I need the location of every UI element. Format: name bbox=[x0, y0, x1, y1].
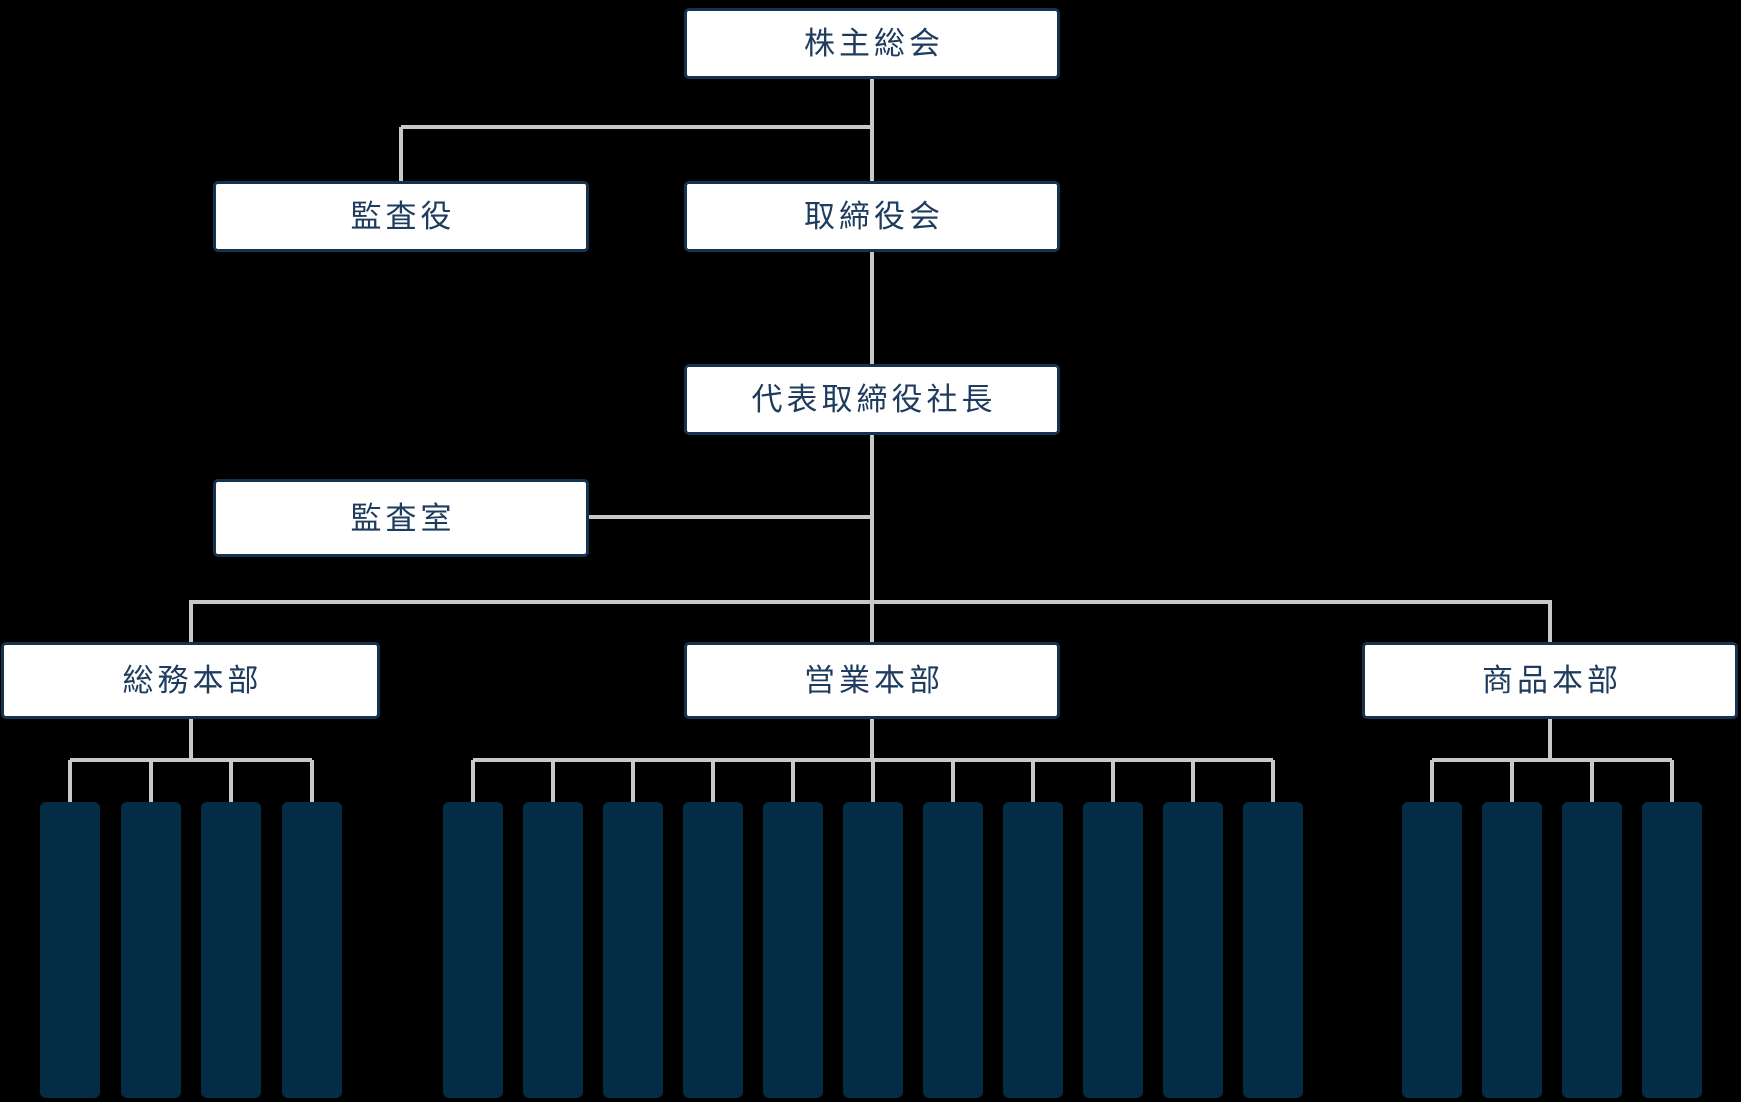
sub-unit-bar-products-hq-4 bbox=[1642, 802, 1702, 1098]
node-label-general-affairs-hq: 総務本部 bbox=[122, 663, 263, 698]
sub-unit-bar-general-affairs-hq-1 bbox=[40, 802, 100, 1098]
connector-line bbox=[791, 760, 795, 802]
sub-unit-bar-products-hq-2 bbox=[1482, 802, 1542, 1098]
sub-unit-bar-sales-hq-3 bbox=[603, 802, 663, 1098]
node-label-audit-office: 監査室 bbox=[350, 500, 456, 536]
connector-line bbox=[951, 760, 955, 802]
connector-line bbox=[1510, 760, 1514, 802]
connector-line bbox=[711, 760, 715, 802]
node-label-auditor: 監査役 bbox=[350, 199, 456, 234]
connector-line bbox=[149, 760, 153, 802]
connector-line bbox=[1590, 760, 1594, 802]
connector-line bbox=[870, 252, 874, 364]
connector-line bbox=[871, 760, 875, 802]
connector-line bbox=[1031, 760, 1035, 802]
sub-unit-bar-products-hq-1 bbox=[1402, 802, 1462, 1098]
connector-line bbox=[589, 515, 874, 519]
connector-line bbox=[1191, 760, 1195, 802]
connector-line bbox=[631, 760, 635, 802]
connector-line bbox=[870, 719, 874, 762]
connector-line bbox=[68, 760, 72, 802]
connector-line bbox=[870, 602, 874, 642]
connector-line bbox=[1111, 760, 1115, 802]
sub-unit-bar-sales-hq-1 bbox=[443, 802, 503, 1098]
node-label-shareholders: 株主総会 bbox=[804, 26, 944, 61]
sub-unit-bar-general-affairs-hq-3 bbox=[201, 802, 261, 1098]
node-products-hq: 商品本部 bbox=[1362, 642, 1738, 719]
connector-line bbox=[870, 127, 874, 181]
sub-unit-bar-sales-hq-9 bbox=[1083, 802, 1143, 1098]
connector-line bbox=[189, 719, 193, 762]
connector-line bbox=[551, 760, 555, 802]
node-shareholders: 株主総会 bbox=[684, 8, 1060, 79]
node-label-president: 代表取締役社長 bbox=[751, 382, 997, 417]
node-president: 代表取締役社長 bbox=[684, 364, 1060, 435]
node-auditor: 監査役 bbox=[213, 181, 589, 252]
sub-unit-bar-sales-hq-2 bbox=[523, 802, 583, 1098]
connector-line bbox=[870, 79, 874, 127]
connector-line bbox=[1670, 760, 1674, 802]
connector-line bbox=[399, 127, 403, 181]
connector-line bbox=[189, 602, 193, 642]
connector-line bbox=[1430, 760, 1434, 802]
connector-line bbox=[1548, 719, 1552, 762]
connector-line bbox=[401, 125, 874, 129]
node-label-products-hq: 商品本部 bbox=[1482, 663, 1622, 698]
node-label-board: 取締役会 bbox=[804, 199, 944, 234]
sub-unit-bar-products-hq-3 bbox=[1562, 802, 1622, 1098]
sub-unit-bar-sales-hq-10 bbox=[1163, 802, 1223, 1098]
sub-unit-bar-sales-hq-5 bbox=[763, 802, 823, 1098]
node-board: 取締役会 bbox=[684, 181, 1060, 252]
connector-line bbox=[310, 760, 314, 802]
sub-unit-bar-sales-hq-8 bbox=[1003, 802, 1063, 1098]
node-sales-hq: 営業本部 bbox=[684, 642, 1060, 719]
connector-line bbox=[1271, 760, 1275, 802]
connector-line bbox=[229, 760, 233, 802]
sub-unit-bar-general-affairs-hq-4 bbox=[282, 802, 342, 1098]
connector-line bbox=[70, 758, 312, 762]
sub-unit-bar-sales-hq-6 bbox=[843, 802, 903, 1098]
sub-unit-bar-sales-hq-7 bbox=[923, 802, 983, 1098]
connector-line bbox=[471, 760, 475, 802]
sub-unit-bar-sales-hq-11 bbox=[1243, 802, 1303, 1098]
connector-line bbox=[1548, 602, 1552, 642]
node-audit-office: 監査室 bbox=[213, 479, 589, 557]
node-label-sales-hq: 営業本部 bbox=[804, 663, 944, 698]
node-general-affairs-hq: 総務本部 bbox=[1, 642, 380, 719]
sub-unit-bar-general-affairs-hq-2 bbox=[121, 802, 181, 1098]
connector-line bbox=[1432, 758, 1672, 762]
sub-unit-bar-sales-hq-4 bbox=[683, 802, 743, 1098]
